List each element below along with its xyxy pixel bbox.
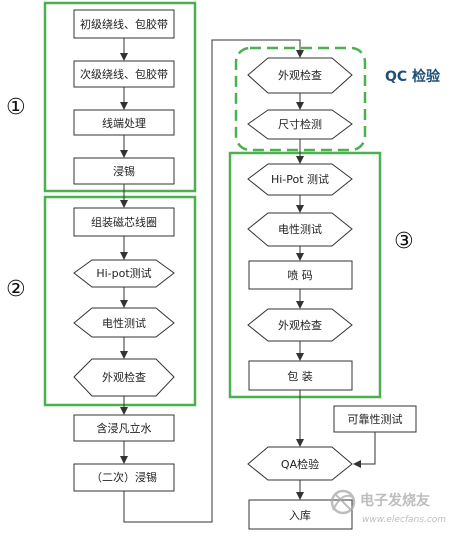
- node-core-assembly: 组装磁芯线圈: [73, 207, 175, 237]
- node-label: 尺寸检测: [278, 117, 322, 131]
- node-packing: 包 装: [248, 360, 353, 391]
- node-label: 包 装: [287, 370, 313, 383]
- qc-group-boundary: [234, 46, 367, 152]
- node-visual-inspection-left: 外观检查: [73, 358, 175, 397]
- node-primary-winding: 初级绕线、包胶带: [73, 9, 175, 39]
- node-label: 电性测试: [278, 222, 322, 236]
- node-label: 初级绕线、包胶带: [80, 17, 168, 31]
- node-label: 外观检查: [278, 68, 322, 82]
- node-label: 组装磁芯线圈: [91, 215, 157, 229]
- group-3-label: ③: [394, 229, 414, 254]
- node-hipot-test-left: Hi-pot测试: [73, 259, 175, 288]
- node-label: 入库: [289, 509, 311, 522]
- node-label: 次级绕线、包胶带: [80, 67, 168, 81]
- cross-connector: [123, 39, 304, 523]
- node-varnish-impregnation: 含浸凡立水: [73, 414, 175, 442]
- node-qa-inspection: QA检验: [247, 446, 353, 481]
- node-electrical-test-right: 电性测试: [247, 212, 353, 247]
- node-hipot-test-right: Hi-Pot 测试: [247, 163, 353, 196]
- node-electrical-test-left: 电性测试: [73, 307, 175, 338]
- node-label: 喷 码: [287, 269, 313, 282]
- watermark-url: www.elecfans.com: [362, 515, 446, 525]
- group-1-boundary: [43, 1, 197, 193]
- node-label: 可靠性测试: [348, 412, 403, 426]
- group-1-label: ①: [6, 95, 26, 120]
- node-tin-dip: 浸锡: [73, 157, 175, 185]
- node-label: 外观检查: [278, 318, 322, 332]
- node-visual-inspection-right: 外观检查: [247, 308, 353, 342]
- node-label: 浸锡: [113, 164, 135, 178]
- group-2-boundary: [43, 195, 197, 407]
- watermark-text: 电子发烧友: [360, 492, 430, 509]
- node-inkjet-marking: 喷 码: [248, 260, 353, 290]
- watermark: 电子发烧友 www.elecfans.com: [330, 489, 446, 525]
- electronic-enthusiast-logo-icon: [330, 489, 356, 515]
- node-label: 电性测试: [102, 316, 146, 330]
- node-label: 含浸凡立水: [97, 421, 152, 435]
- node-label: Hi-pot测试: [96, 267, 151, 280]
- group-3-boundary: [228, 151, 382, 399]
- reliability-connector: [353, 432, 376, 468]
- node-label: QA检验: [281, 457, 319, 471]
- node-reliability-test: 可靠性测试: [333, 405, 417, 433]
- node-visual-inspection-qc: 外观检查: [247, 57, 353, 94]
- node-label: （二次）浸锡: [91, 470, 157, 484]
- node-lead-treatment: 线端处理: [73, 109, 175, 136]
- node-secondary-winding: 次级绕线、包胶带: [73, 60, 175, 88]
- node-second-tin-dip: （二次）浸锡: [73, 463, 175, 492]
- node-label: Hi-Pot 测试: [271, 173, 329, 186]
- qc-title: QC 检验: [385, 68, 441, 85]
- node-dimension-check: 尺寸检测: [247, 109, 353, 140]
- node-label: 外观检查: [102, 370, 146, 384]
- group-2-label: ②: [6, 277, 26, 302]
- node-label: 线端处理: [102, 116, 146, 130]
